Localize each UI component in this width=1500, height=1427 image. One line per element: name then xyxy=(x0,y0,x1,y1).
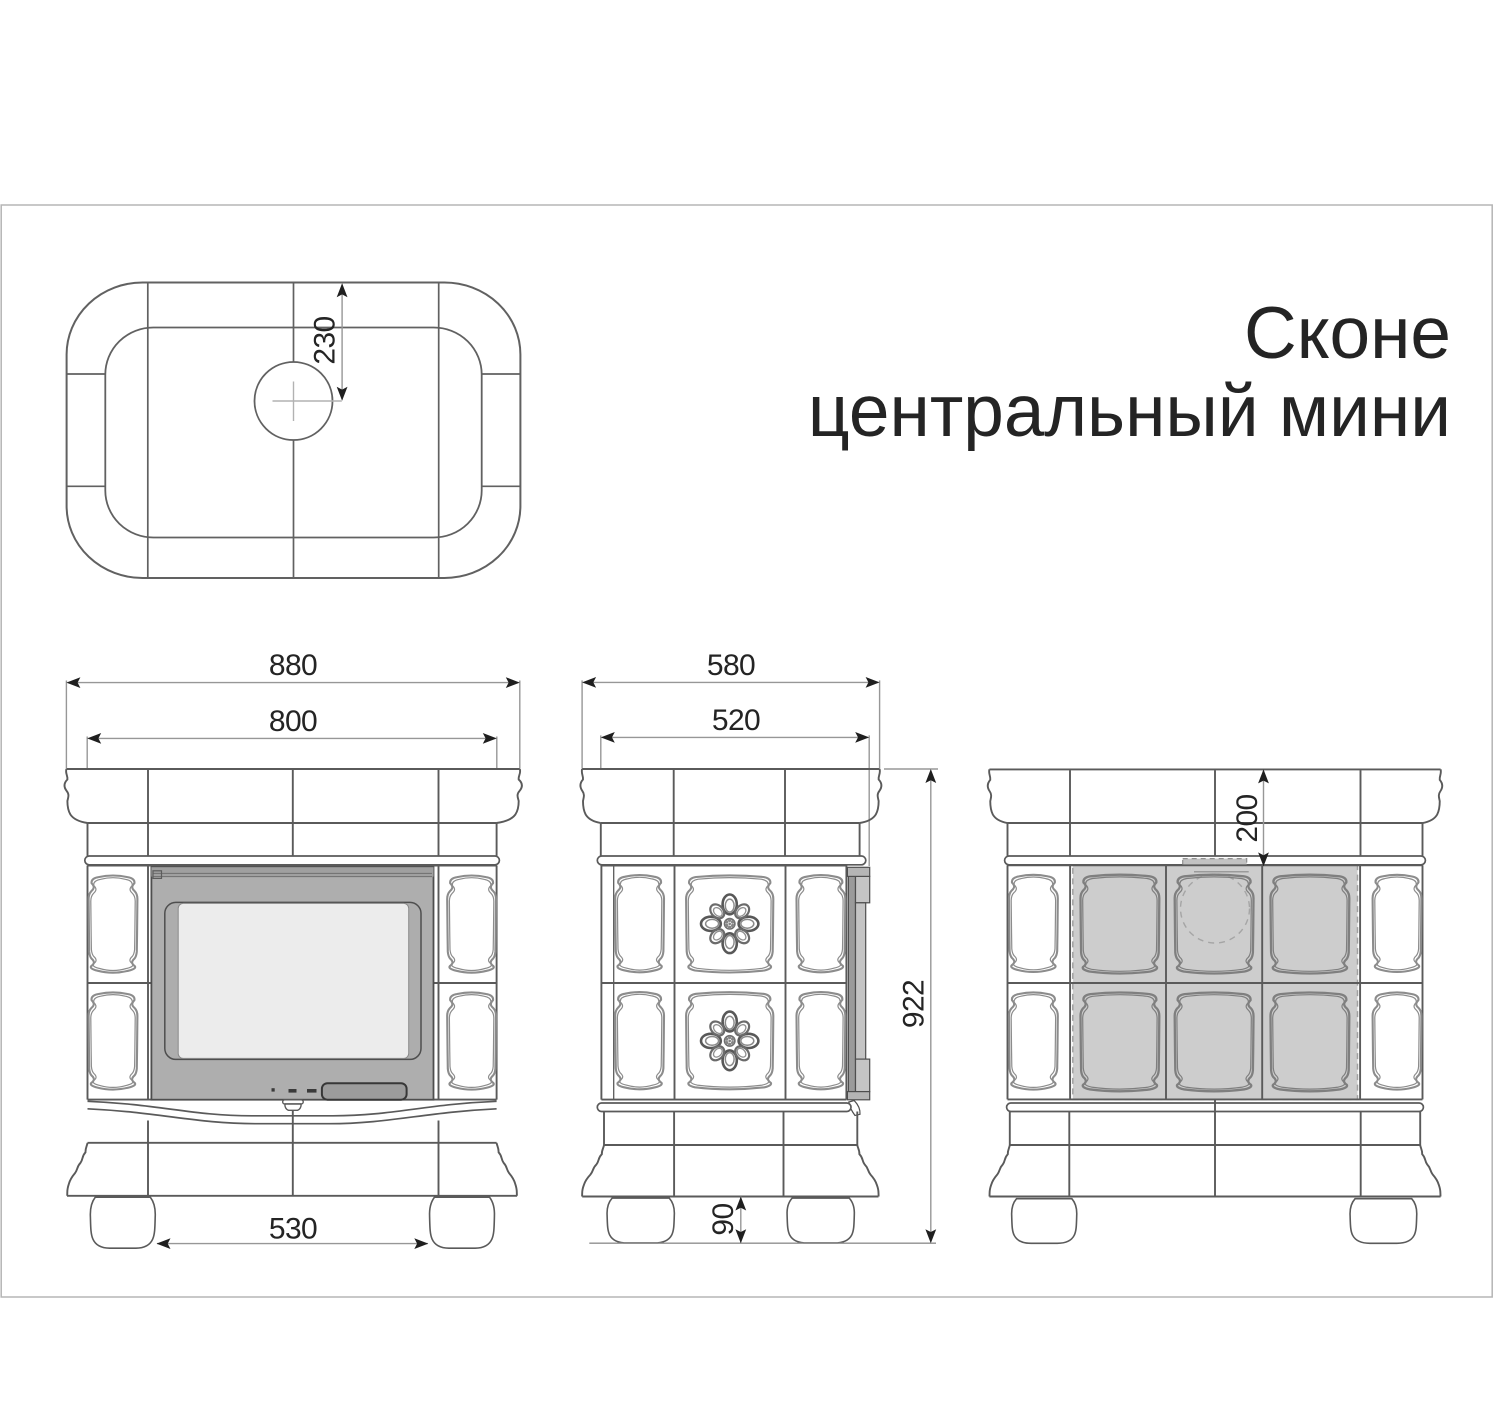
svg-text:центральный мини: центральный мини xyxy=(808,371,1451,452)
svg-text:200: 200 xyxy=(1231,794,1264,842)
svg-text:Сконе: Сконе xyxy=(1244,293,1451,374)
svg-text:230: 230 xyxy=(309,316,342,364)
svg-text:880: 880 xyxy=(269,649,317,682)
svg-text:922: 922 xyxy=(898,980,931,1028)
svg-text:800: 800 xyxy=(269,705,317,738)
svg-text:90: 90 xyxy=(707,1203,740,1235)
svg-text:580: 580 xyxy=(707,649,755,682)
svg-text:520: 520 xyxy=(712,704,760,737)
svg-text:530: 530 xyxy=(269,1213,317,1246)
